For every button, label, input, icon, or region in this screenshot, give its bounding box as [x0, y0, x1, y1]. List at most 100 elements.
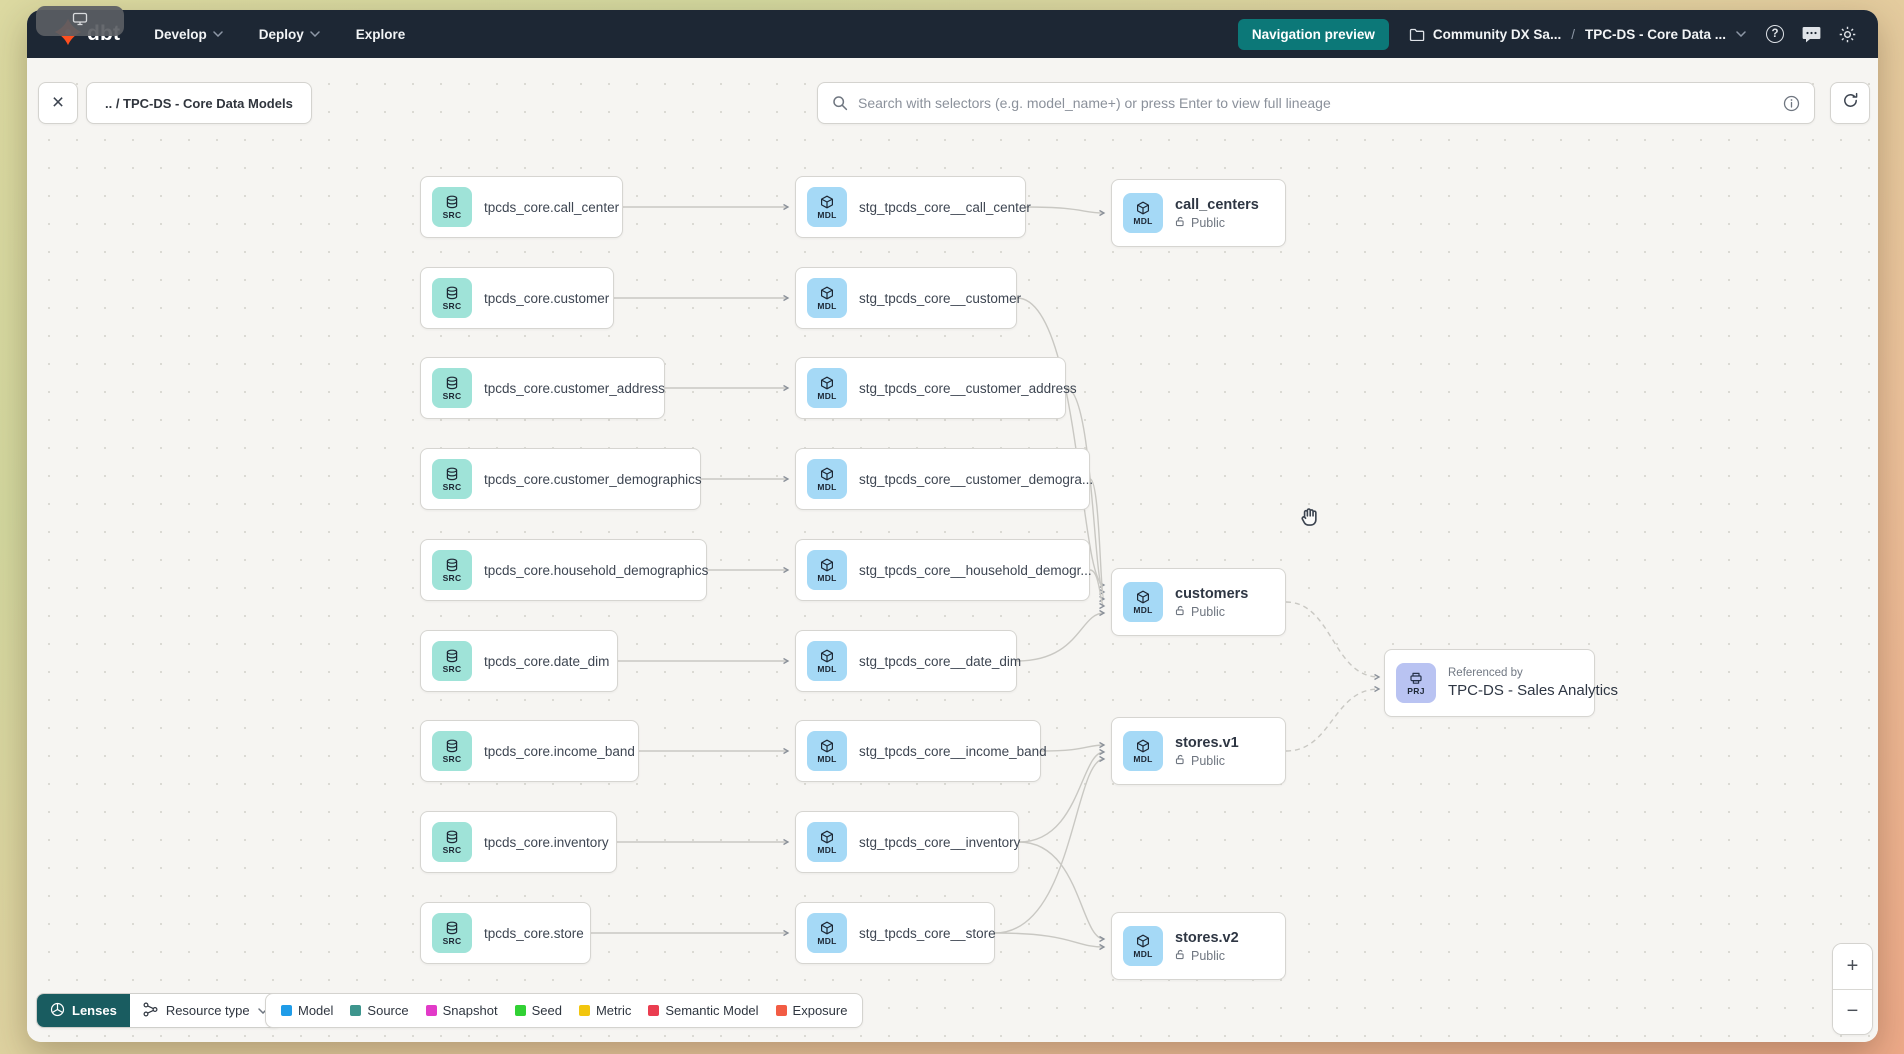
mdl-badge: MDL	[817, 390, 837, 401]
mdl-badge: MDL	[817, 481, 837, 492]
primary-nav: Develop Deploy Explore	[154, 27, 405, 42]
legend-swatch	[775, 1005, 787, 1016]
resource-type-icon	[143, 1002, 158, 1020]
unlock-icon	[1175, 949, 1186, 963]
top-navbar: dbt Develop Deploy Explore	[27, 10, 1878, 58]
model-node-label: stg_tpcds_core__customer_address	[859, 380, 1077, 396]
legend-swatch	[648, 1005, 660, 1016]
legend-item: Source	[350, 1003, 409, 1018]
mdl-badge: MDL	[817, 935, 837, 946]
search-input[interactable]	[858, 95, 1773, 111]
model-node[interactable]: MDL stg_tpcds_core__customer_address	[795, 357, 1077, 419]
model-node-label: stg_tpcds_core__call_center	[859, 199, 1031, 215]
source-node[interactable]: SRC tpcds_core.customer_demographics	[420, 448, 702, 510]
navigation-preview-button[interactable]: Navigation preview	[1237, 18, 1389, 50]
src-badge: SRC	[442, 481, 462, 492]
project-node[interactable]: PRJ Referenced by TPC-DS - Sales Analytics	[1384, 649, 1618, 717]
legend-swatch	[281, 1005, 292, 1016]
lenses-button[interactable]: Lenses	[37, 994, 130, 1027]
src-icon: SRC	[432, 822, 472, 862]
legend-swatch	[350, 1005, 362, 1016]
access-label: Public	[1191, 604, 1226, 619]
gear-icon[interactable]	[1836, 23, 1858, 45]
legend-swatch	[578, 1005, 590, 1016]
source-node-label: tpcds_core.inventory	[484, 834, 609, 850]
mdl-icon: MDL	[807, 822, 847, 862]
refresh-lineage-button[interactable]	[1830, 82, 1870, 124]
source-node-label: tpcds_core.customer_demographics	[484, 471, 702, 487]
help-icon[interactable]: ?	[1764, 23, 1786, 45]
model-node[interactable]: MDL stg_tpcds_core__household_demogr...	[795, 539, 1092, 601]
resource-type-button[interactable]: Resource type	[129, 994, 281, 1027]
breadcrumb-separator: /	[1571, 26, 1575, 42]
mdl-badge: MDL	[817, 663, 837, 674]
public-model-title: stores.v1	[1175, 734, 1239, 751]
legend-item: Exposure	[775, 1003, 847, 1018]
prj-icon: PRJ	[1396, 663, 1436, 703]
breadcrumb: Community DX Sa... / TPC-DS - Core Data …	[1407, 27, 1746, 42]
mdl-badge: MDL	[817, 844, 837, 855]
monitor-icon	[72, 12, 88, 31]
project-node-title: TPC-DS - Sales Analytics	[1448, 682, 1619, 699]
nav-item-explore[interactable]: Explore	[355, 26, 406, 42]
navbar-icons: ?	[1764, 23, 1858, 45]
access-label: Public	[1191, 215, 1226, 230]
zoom-controls: + −	[1832, 943, 1873, 1035]
mdl-badge: MDL	[817, 300, 837, 311]
breadcrumb-project[interactable]: Community DX Sa...	[1432, 26, 1562, 42]
src-badge: SRC	[442, 572, 462, 583]
model-node-label: stg_tpcds_core__household_demogr...	[859, 562, 1092, 578]
src-icon: SRC	[432, 913, 472, 953]
access-label: Public	[1191, 753, 1226, 768]
legend-label: Metric	[595, 1003, 632, 1018]
project-node-kicker: Referenced by	[1448, 667, 1523, 679]
model-node-label: stg_tpcds_core__income_band	[859, 743, 1047, 759]
lineage-breadcrumb-chip[interactable]: .. / TPC-DS - Core Data Models	[86, 82, 312, 124]
legend-item: Semantic Model	[648, 1003, 759, 1018]
zoom-out-button[interactable]: −	[1833, 989, 1872, 1034]
public-access-row: Public	[1175, 949, 1239, 963]
src-badge: SRC	[442, 663, 462, 674]
close-lineage-button[interactable]: ×	[38, 82, 78, 124]
feedback-icon[interactable]	[1800, 23, 1822, 45]
src-badge: SRC	[442, 390, 462, 401]
chevron-down-icon[interactable]	[1736, 31, 1746, 37]
mdl-icon: MDL	[807, 641, 847, 681]
breadcrumb-page[interactable]: TPC-DS - Core Data ...	[1584, 26, 1726, 42]
public-model-title: stores.v2	[1175, 929, 1239, 946]
nav-item-develop[interactable]: Develop	[154, 27, 223, 42]
src-icon: SRC	[432, 278, 472, 318]
src-icon: SRC	[432, 459, 472, 499]
nav-item-deploy[interactable]: Deploy	[259, 27, 320, 42]
src-icon: SRC	[432, 368, 472, 408]
mdl-badge: MDL	[817, 572, 837, 583]
legend-label: Source	[367, 1003, 409, 1018]
refresh-icon	[1842, 92, 1859, 114]
source-node[interactable]: SRC tpcds_core.inventory	[420, 811, 617, 873]
mdl-icon: MDL	[807, 459, 847, 499]
info-icon[interactable]	[1783, 95, 1800, 112]
zoom-in-button[interactable]: +	[1833, 944, 1872, 990]
